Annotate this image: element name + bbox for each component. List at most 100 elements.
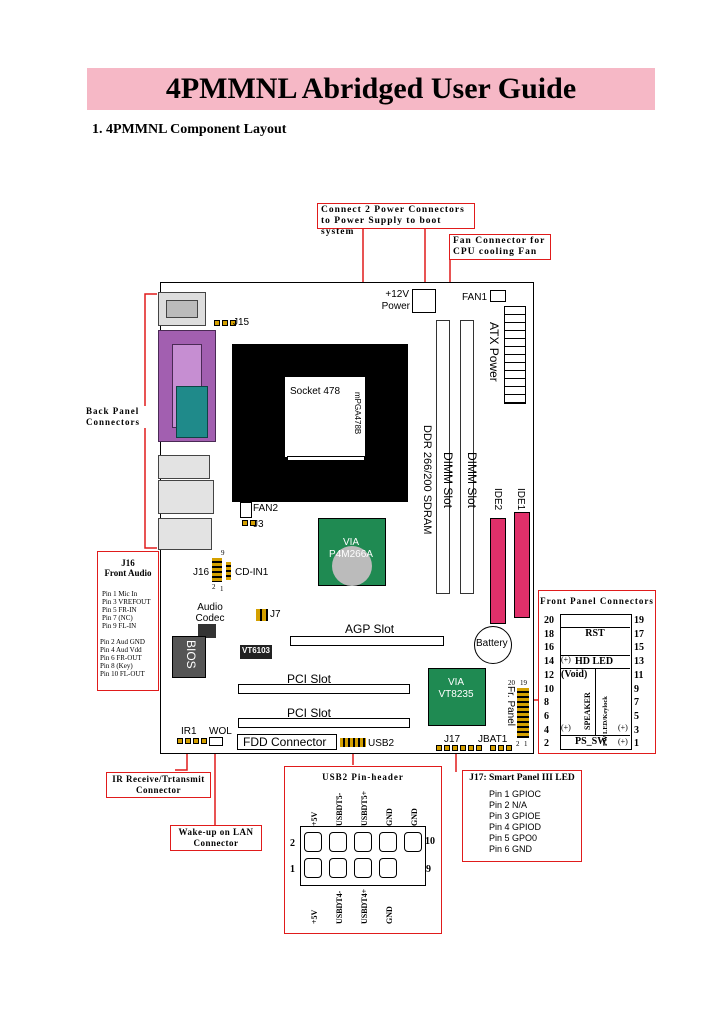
fp-divider xyxy=(560,655,630,656)
pin-row: Pin 6 FR-OUT xyxy=(100,654,142,662)
fdd-label: FDD Connector xyxy=(243,735,327,749)
usb-top-label: USBDT5- xyxy=(335,792,344,826)
fr-panel-label: Fr. Panel xyxy=(505,686,516,727)
plus12v-label: +12V xyxy=(385,289,409,300)
usb-pin2-label: 2 xyxy=(290,838,295,849)
fan1-label: FAN1 xyxy=(462,292,488,303)
j16-callout: J16 Front Audio Pin 1 Mic In Pin 3 VREFO… xyxy=(97,551,159,691)
fan-callout: Fan Connector for CPU cooling Fan xyxy=(449,234,551,260)
pin-row: Pin 3 VREFOUT xyxy=(102,598,151,606)
j3-header xyxy=(242,520,256,526)
pci-slot-1 xyxy=(238,684,410,694)
pin-number: 9 xyxy=(634,683,639,695)
j16-pin2-label: 2 xyxy=(212,583,216,591)
fr-pin19-label: 19 xyxy=(520,679,527,687)
chip-model: P4M266A xyxy=(329,549,373,560)
pin-row: Pin 4 Aud Vdd xyxy=(100,646,142,654)
bios-label: BIOS xyxy=(184,640,198,669)
fp-pssw-label: PS_SW xyxy=(575,736,608,747)
usb-pin xyxy=(304,858,322,878)
fp-divider xyxy=(560,627,630,628)
callout-line-2: Connector xyxy=(136,785,181,795)
usb-pin9-label: 9 xyxy=(426,864,431,875)
callout-line-2: Connectors xyxy=(86,417,140,427)
usb-pin10-label: 10 xyxy=(425,836,435,847)
pin-row: Pin 4 GPIOD xyxy=(489,822,542,832)
front-panel-header xyxy=(517,688,529,738)
j16-pin1-label: 1 xyxy=(220,585,224,593)
title-line-1: J16 xyxy=(121,558,135,568)
pin-number: 3 xyxy=(634,724,639,736)
pin-number: 7 xyxy=(634,697,639,709)
socket-label: Socket 478 xyxy=(290,386,341,397)
pci-label-2: PCI Slot xyxy=(287,706,332,720)
fan2-label: FAN2 xyxy=(253,503,279,514)
northbridge-label: VIA P4M266A xyxy=(318,537,384,561)
jbat1-header xyxy=(490,745,512,751)
atx-power-label: ATX Power xyxy=(487,322,501,382)
j16-pins-odd: Pin 1 Mic In Pin 3 VREFOUT Pin 5 FR-IN P… xyxy=(102,590,158,630)
callout-line-2: to Power Supply to boot system xyxy=(321,216,442,237)
pin-number: 20 xyxy=(544,615,554,626)
usb-bottom-label: USBDT4+ xyxy=(360,888,369,924)
j16-board-label: J16 xyxy=(193,567,210,578)
j17-header xyxy=(436,745,482,751)
back-panel-callout: Back Panel Connectors xyxy=(86,406,150,428)
pin-number: 1 xyxy=(634,738,639,750)
pci-slot-2 xyxy=(238,718,410,728)
cpu-socket xyxy=(284,376,366,458)
usb-pin xyxy=(329,858,347,878)
cdin-header xyxy=(226,562,231,580)
ide1-label: IDE1 xyxy=(515,488,526,511)
fp-spk-plus: (+) xyxy=(561,723,571,732)
audio-codec-chip xyxy=(198,624,216,638)
usb-pin-key xyxy=(404,858,422,876)
fp-pssw-plus: (+) xyxy=(618,737,628,746)
serial-port xyxy=(176,386,208,438)
pin-number: 17 xyxy=(634,628,644,640)
usb2-header xyxy=(340,738,366,747)
chip-model: VT8235 xyxy=(438,689,474,700)
pin-number: 2 xyxy=(544,738,549,750)
atx-power-connector xyxy=(504,306,526,404)
ide2-connector xyxy=(490,518,506,624)
usb2-pin-outline xyxy=(300,826,426,886)
pin-row: Pin 5 FR-IN xyxy=(102,606,137,614)
usb-pin xyxy=(354,832,372,852)
audio-jacks xyxy=(158,518,212,550)
usb-pin xyxy=(304,832,322,852)
callout-line-1: Wake-up on LAN xyxy=(178,827,254,837)
usb-pin xyxy=(379,832,397,852)
dimm-label-1: DIMM Slot xyxy=(441,452,455,509)
battery xyxy=(474,626,512,664)
pin-number: 19 xyxy=(634,615,644,626)
page-title: 4PMMNL Abridged User Guide xyxy=(165,72,577,105)
southbridge-label: VIA VT8235 xyxy=(428,677,484,701)
pin-row: Pin 2 Aud GND xyxy=(100,638,145,646)
battery-label: Battery xyxy=(476,638,508,649)
fan2-connector xyxy=(240,502,252,518)
pin-number: 5 xyxy=(634,710,639,722)
usb2-callout-title: USB2 Pin-header xyxy=(322,772,404,782)
j3-label: J3 xyxy=(253,519,264,530)
j17-callout: J17: Smart Panel III LED Pin 1 GPIOC Pin… xyxy=(462,770,582,862)
front-panel-callout: Front Panel Connectors xyxy=(538,590,656,754)
callout-line-2: Connector xyxy=(193,838,239,848)
pin-row: Pin 9 FL-IN xyxy=(102,622,137,630)
agp-slot xyxy=(290,636,444,646)
usb-pin xyxy=(379,858,397,878)
usb-pin xyxy=(404,832,422,852)
ps2-port-inner xyxy=(166,300,198,318)
j17-callout-title: J17: Smart Panel III LED xyxy=(469,773,575,783)
fp-speaker-label: SPEAKER xyxy=(583,692,592,730)
usb-top-label: USBDT5+ xyxy=(360,790,369,826)
southbridge-chip xyxy=(428,668,486,726)
ide2-label: IDE2 xyxy=(492,488,503,511)
chip-brand: VIA xyxy=(447,677,465,688)
usb-pin1-label: 1 xyxy=(290,864,295,875)
fp-right-list: 19 17 15 13 11 9 7 5 3 1 xyxy=(634,614,650,751)
pin-number: 15 xyxy=(634,642,644,654)
wol-label: WOL xyxy=(209,726,232,737)
fp-left-list: 20 18 16 14 12 10 8 6 4 2 xyxy=(544,614,560,751)
j7-label: J7 xyxy=(270,609,281,620)
